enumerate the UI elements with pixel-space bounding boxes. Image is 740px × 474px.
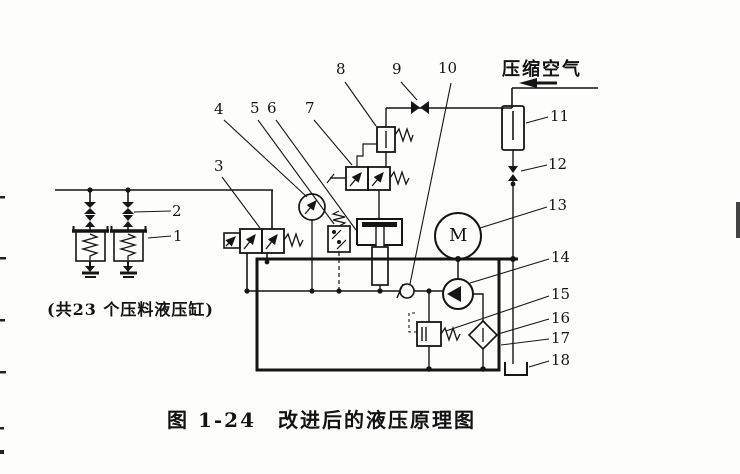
part-label-14: 14 (551, 248, 571, 266)
part-label-15: 15 (551, 285, 571, 303)
scan-artifacts (0, 196, 740, 454)
relief-valve-icon (408, 291, 461, 372)
tank-symbol-icon (504, 362, 528, 376)
part-label-17: 17 (551, 329, 571, 347)
part-label-5: 5 (250, 99, 260, 117)
part-label-11: 11 (550, 107, 570, 125)
hydraulic-pump-icon (442, 259, 474, 310)
part-label-16: 16 (551, 309, 571, 327)
pressure-gauge-icon (298, 193, 326, 291)
motor-letter: M (449, 225, 468, 246)
pressing-hydraulic-cylinder-icon (72, 226, 147, 278)
part-label-2: 2 (172, 202, 182, 220)
part-label-18: 18 (551, 351, 571, 369)
part-label-9: 9 (392, 60, 402, 78)
pressure-reducing-valve-icon (376, 108, 414, 153)
filter-icon (467, 293, 499, 372)
compressed-air-line (386, 78, 598, 114)
directional-valve-3-icon (223, 228, 304, 291)
part-label-1: 1 (173, 227, 183, 245)
part-label-10: 10 (438, 59, 458, 77)
compressed-air-label: 压缩空气 (502, 59, 582, 80)
weighted-accumulator-cylinder-icon (356, 190, 403, 291)
part-label-6: 6 (267, 99, 277, 117)
part-label-13: 13 (548, 196, 568, 214)
drain-valve-icon (508, 166, 518, 364)
part-label-7: 7 (305, 99, 315, 117)
supply-line (244, 283, 443, 299)
left-header-pipe (55, 187, 273, 229)
part-label-4: 4 (214, 100, 224, 118)
oil-tank-outline (255, 256, 518, 372)
part-label-12: 12 (548, 155, 568, 173)
pneumatic-directional-valve-icon (326, 143, 410, 191)
check-valve-block-icon (327, 210, 351, 291)
figure-caption: 图 1-24 改进后的液压原理图 (167, 408, 477, 432)
shutoff-valve-pair-icon (84, 190, 134, 231)
leader-lines (133, 81, 550, 368)
air-filter-icon (501, 105, 525, 166)
part-label-8: 8 (336, 60, 346, 78)
cylinder-count-note: (共23 个压料液压缸) (47, 300, 214, 319)
part-label-3: 3 (214, 157, 224, 175)
